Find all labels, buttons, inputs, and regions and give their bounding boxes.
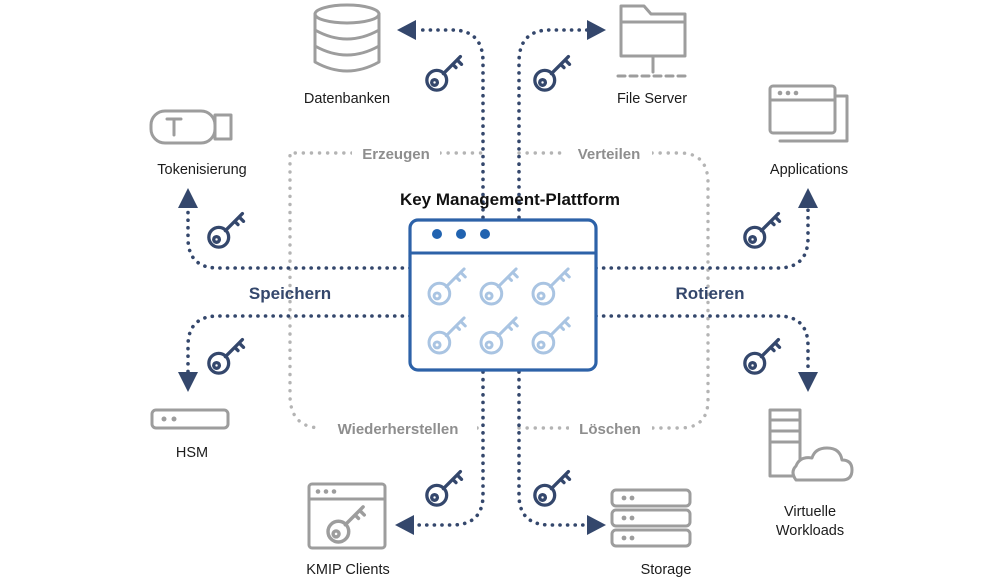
endpoint-label-applications: Applications xyxy=(770,162,848,178)
usb-token-icon xyxy=(149,109,233,145)
key-icon xyxy=(207,211,246,249)
key-icon xyxy=(425,469,464,507)
key-icon xyxy=(533,54,572,92)
flow-arrowheads xyxy=(178,20,818,535)
endpoint-label-kmip: KMIP Clients xyxy=(306,562,390,578)
flow-lines xyxy=(186,28,810,527)
lifecycle-ring xyxy=(288,151,710,430)
app-windows-icon xyxy=(768,84,849,143)
window-dot-icon xyxy=(480,229,490,239)
side-label-rotate: Rotieren xyxy=(676,284,745,303)
endpoint-label-file-server: File Server xyxy=(617,91,687,107)
hsm-device-icon xyxy=(150,408,230,430)
key-icon xyxy=(533,469,572,507)
window-dot-icon xyxy=(456,229,466,239)
endpoint-label-virtual-2: Workloads xyxy=(776,523,844,539)
key-icon xyxy=(743,211,782,249)
cycle-label-distribute: Verteilen xyxy=(578,146,641,163)
key-icon xyxy=(425,54,464,92)
key-icon xyxy=(743,337,782,375)
server-cloud-icon xyxy=(768,408,854,482)
platform-window xyxy=(408,218,598,372)
endpoint-label-hsm: HSM xyxy=(176,445,208,461)
cycle-label-create: Erzeugen xyxy=(362,146,430,163)
key-icon xyxy=(207,337,246,375)
key-icon xyxy=(326,505,366,544)
database-icon xyxy=(313,3,381,73)
endpoint-label-storage: Storage xyxy=(641,562,692,578)
kmip-window-key-icon xyxy=(307,482,387,550)
side-label-store: Speichern xyxy=(249,284,331,303)
platform-title: Key Management-Plattform xyxy=(400,190,620,209)
app-window-dots-icon xyxy=(777,90,799,96)
folder-server-icon xyxy=(616,4,690,78)
cycle-label-restore: Wiederherstellen xyxy=(338,421,459,438)
storage-stack-icon xyxy=(610,488,692,548)
endpoint-label-virtual-1: Virtuelle xyxy=(784,504,836,520)
window-dot-icon xyxy=(432,229,442,239)
endpoint-label-tokenization: Tokenisierung xyxy=(157,162,246,178)
cycle-label-delete: Löschen xyxy=(579,421,641,438)
endpoint-label-databases: Datenbanken xyxy=(304,91,390,107)
